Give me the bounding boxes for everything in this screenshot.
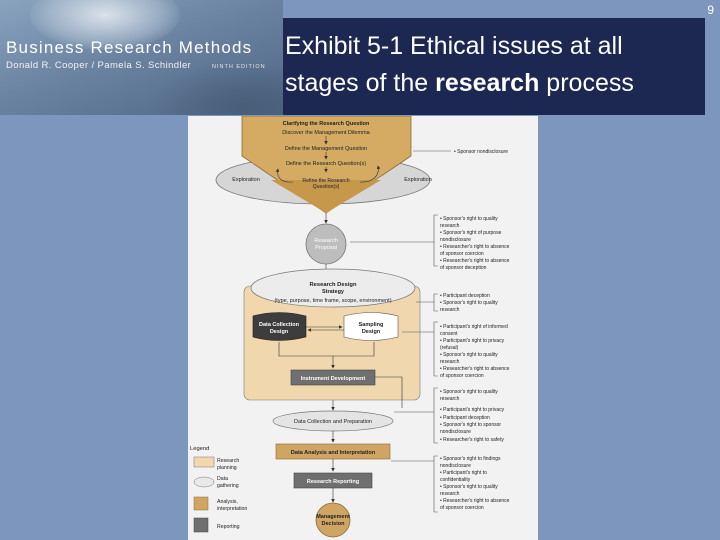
issue-text: • Sponsor's right of purpose: [440, 230, 502, 236]
issue-text: • Sponsor nondisclosure: [454, 149, 508, 155]
issue-text: • Participant deception: [440, 293, 490, 299]
funnel-item: Define the Research Question(s): [286, 161, 366, 167]
sampling-design-label: Design: [362, 329, 381, 335]
issue-text: consent: [440, 331, 458, 337]
data-collection-design-label: Data Collection: [259, 322, 300, 328]
issue-text: • Participant's right to privacy: [440, 338, 505, 344]
funnel-item: Define the Management Question: [285, 146, 367, 152]
funnel-item: Discover the Management Dilemma: [282, 130, 370, 136]
issue-text: of sponsor coercion: [440, 505, 484, 511]
research-proposal-circle: [305, 223, 347, 265]
issue-text: nondisclosure: [440, 463, 471, 469]
issue-text: • Researcher's right to absence: [440, 366, 510, 372]
slide-title-line2-start: stages of the: [285, 69, 436, 97]
funnel-tip: [271, 180, 381, 213]
loop-arrow: [275, 168, 294, 183]
feedback-connector: [375, 376, 403, 408]
page-number: 9: [707, 3, 714, 17]
issue-text: nondisclosure: [440, 429, 471, 435]
issue-text: of sponsor deception: [440, 265, 487, 271]
issue-text: • Sponsor's right to quality: [440, 484, 498, 490]
legend-swatch-gathering: [193, 476, 215, 488]
issue-text: • Sponsor's right to findings: [440, 456, 501, 462]
research-proposal-label: Proposal: [315, 245, 337, 251]
issue-text: research: [440, 307, 460, 313]
instrument-development-box: [290, 369, 376, 386]
refine-label: Question(s): [313, 184, 340, 190]
issue-text: • Sponsor's right to sponsor: [440, 422, 501, 428]
exploration-left-label: Exploration: [232, 177, 260, 183]
instrument-development-label: Instrument Development: [301, 376, 366, 382]
sampling-design-shape: [343, 312, 399, 341]
exploration-right-label: Exploration: [404, 177, 432, 183]
strategy-label: Strategy: [322, 289, 345, 295]
legend-swatch-planning: [193, 456, 215, 468]
legend-label: interpretation: [217, 506, 247, 512]
legend-label: planning: [217, 465, 237, 471]
management-decision-label: Management: [316, 514, 350, 520]
legend-label: Research: [217, 458, 239, 464]
legend-swatch-analysis: [193, 496, 209, 511]
refine-label: Refine the Research: [302, 178, 349, 184]
issue-text: confidentiality: [440, 477, 471, 483]
issue-text: research: [440, 223, 460, 229]
management-decision-circle: [315, 502, 351, 538]
strategy-detail: (type, purpose, time frame, scope, envir…: [274, 298, 391, 304]
funnel-item: Clarifying the Research Question: [283, 121, 370, 127]
sampling-design-label: Sampling: [359, 322, 384, 328]
legend: Legend Research planning Data gathering …: [190, 446, 247, 533]
issue-text: • Researcher's right to absence: [440, 498, 510, 504]
issue-text: of sponsor coercion: [440, 373, 484, 379]
book-title: Business Research Methods: [6, 38, 253, 57]
issue-text: • Sponsor's right to quality: [440, 389, 498, 395]
issue-text: research: [440, 359, 460, 365]
issue-text: nondisclosure: [440, 237, 471, 243]
book-cover-banner: Business Research Methods Donald R. Coop…: [0, 0, 283, 115]
legend-swatch-reporting: [193, 517, 209, 533]
book-edition: NINTH EDITION: [212, 64, 266, 70]
slide-title-line2: stages of the research process: [285, 69, 634, 98]
loop-arrow: [359, 165, 381, 183]
issue-text: research: [440, 396, 460, 402]
issue-text: • Researcher's right to absence: [440, 244, 510, 250]
research-proposal-label: Research: [314, 238, 338, 244]
issue-text: • Researcher's right to safety: [440, 437, 504, 443]
research-reporting-label: Research Reporting: [307, 479, 359, 485]
data-collection-design-shape: [252, 312, 307, 341]
issue-text: research: [440, 491, 460, 497]
issue-text: • Sponsor's right to quality: [440, 300, 498, 306]
issue-text: • Participant's right to privacy: [440, 407, 505, 413]
exhibit-figure: Clarifying the Research Question Discove…: [188, 116, 538, 540]
legend-label: Reporting: [217, 524, 240, 530]
issue-text: • Sponsor's right to quality: [440, 216, 498, 222]
legend-label: Analysis,: [217, 499, 238, 505]
slide-title-line2-end: process: [539, 69, 634, 97]
management-decision-label: Decision: [322, 521, 346, 527]
issue-text: • Participant deception: [440, 415, 490, 421]
issue-text: • Sponsor's right to quality: [440, 352, 498, 358]
issue-text: • Participant's right to: [440, 470, 487, 476]
issue-text: (refusal): [440, 345, 459, 351]
flow-connector: [278, 342, 375, 357]
strategy-ellipse: [250, 268, 416, 308]
ethical-issues-list: • Sponsor nondisclosure • Sponsor's righ…: [440, 149, 510, 511]
issue-text: of sponsor coercion: [440, 251, 484, 257]
book-authors: Donald R. Cooper / Pamela S. Schindler: [6, 60, 192, 71]
data-collection-design-label: Design: [270, 329, 289, 335]
issue-text: • Participant's right of informed: [440, 324, 508, 330]
slide-title-line1: Exhibit 5-1 Ethical issues at all: [285, 32, 623, 60]
slide-title-box: Exhibit 5-1 Ethical issues at all stages…: [283, 18, 705, 115]
slide-title-bold-word: research: [435, 69, 540, 97]
research-process-diagram: Clarifying the Research Question Discove…: [190, 116, 510, 538]
data-analysis-label: Data Analysis and Interpretation: [291, 450, 376, 456]
data-collection-preparation-label: Data Collection and Preparation: [294, 419, 372, 425]
issue-brackets: [350, 150, 451, 513]
legend-label: Data: [217, 476, 228, 482]
legend-title: Legend: [190, 446, 209, 452]
research-design-title: Research Design: [309, 282, 356, 288]
issue-text: • Researcher's right to absence: [440, 258, 510, 264]
legend-label: gathering: [217, 483, 239, 489]
